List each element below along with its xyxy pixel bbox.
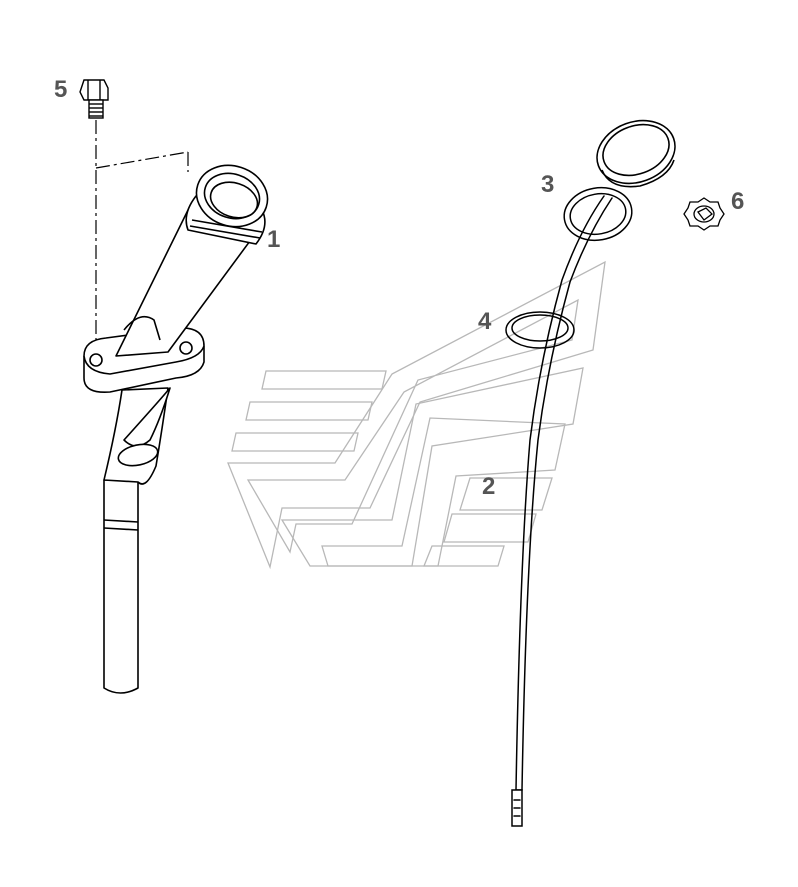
- part-label-6: 6: [731, 188, 744, 215]
- part-label-5: 5: [54, 76, 67, 103]
- filler-tube-part-1: [83, 164, 269, 694]
- watermark-logo: [227, 260, 606, 570]
- bolt-part-5: [79, 79, 109, 119]
- leader-lines: [95, 120, 189, 345]
- part-label-1: 1: [267, 226, 280, 253]
- part-label-2: 2: [482, 473, 495, 500]
- seal-ring-part-4: [505, 311, 575, 349]
- dipstick-part-2: [511, 195, 613, 827]
- part-labels: 5 1 3 6 4 2: [54, 76, 744, 500]
- o-ring-part-3: [563, 186, 633, 242]
- part-label-3: 3: [541, 171, 554, 198]
- lock-washer-part-6: [683, 197, 725, 231]
- part-label-4: 4: [478, 308, 492, 335]
- handle-cap-part-3: [596, 119, 676, 188]
